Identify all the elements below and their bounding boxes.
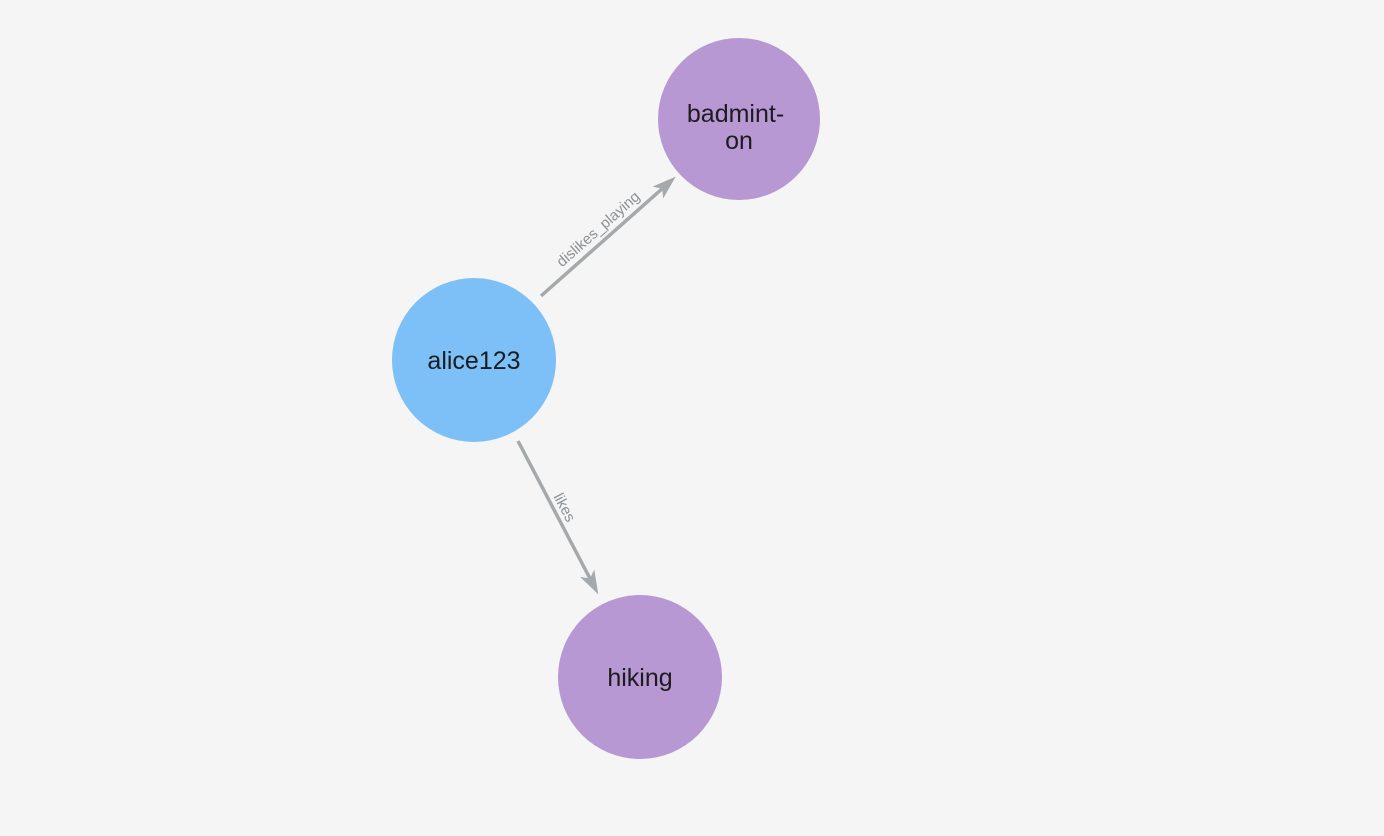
node-circle-alice123[interactable] bbox=[392, 278, 556, 442]
edge-likes[interactable]: likes bbox=[516, 440, 599, 595]
node-hiking[interactable]: hiking bbox=[558, 595, 722, 759]
edge-line-dislikes-playing[interactable] bbox=[539, 176, 676, 298]
edge-label-dislikes-playing: dislikes_playing bbox=[553, 188, 643, 270]
edge-line-likes[interactable] bbox=[516, 440, 599, 595]
edge-dislikes-playing[interactable]: dislikes_playing bbox=[539, 176, 676, 298]
node-circle-hiking[interactable] bbox=[558, 595, 722, 759]
node-label-badminton-line1: badmint- bbox=[687, 100, 784, 128]
node-label-alice123: alice123 bbox=[427, 347, 520, 375]
node-label-badminton-line2: on bbox=[725, 127, 753, 155]
node-alice123[interactable]: alice123 bbox=[392, 278, 556, 442]
node-circle-badminton[interactable] bbox=[658, 38, 820, 200]
node-badminton[interactable]: badmint- on bbox=[658, 38, 820, 200]
node-label-badminton: badmint- on bbox=[687, 100, 791, 155]
node-label-hiking: hiking bbox=[607, 664, 672, 692]
